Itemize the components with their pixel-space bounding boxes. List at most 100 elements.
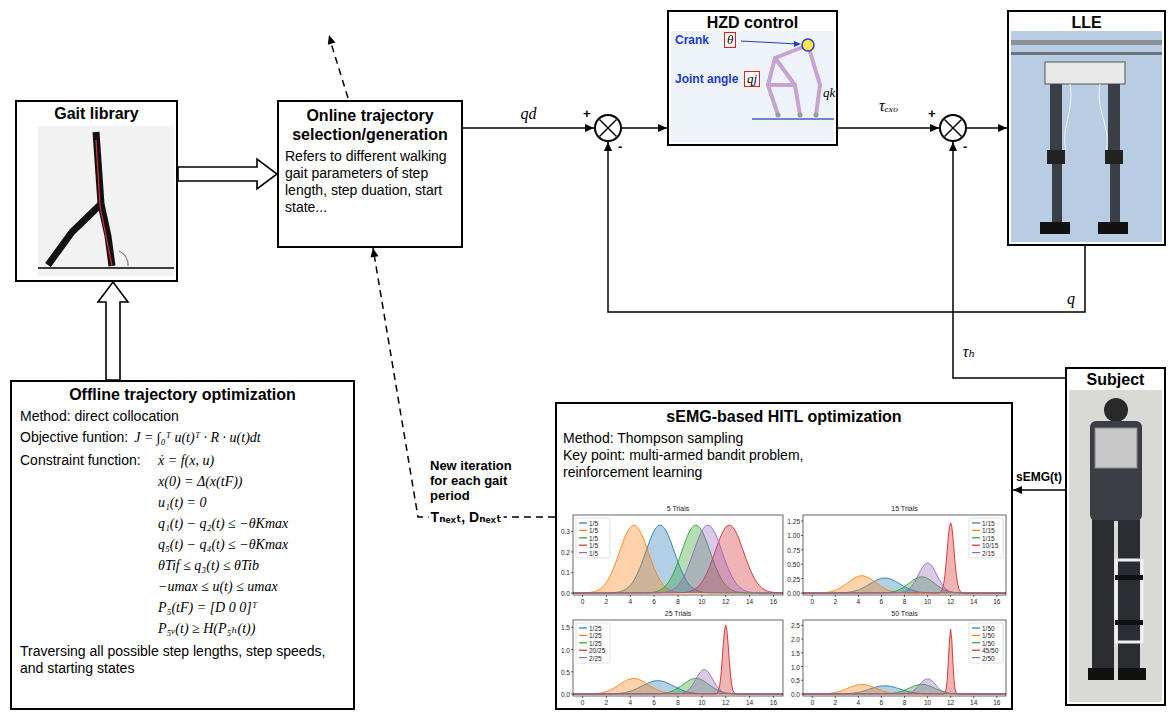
tick-mark xyxy=(571,649,573,650)
axis-tick: 4 xyxy=(857,598,861,605)
part-label: Joint angle xyxy=(675,72,738,86)
axis-tick: 12 xyxy=(947,699,954,706)
dashed-line xyxy=(331,43,348,98)
tick-mark xyxy=(571,593,573,594)
shank-link xyxy=(1110,164,1120,222)
axis-tick: 10 xyxy=(698,598,705,605)
constraint-row: Constraint function:ẋ = f(x, u)x(0) = Δ(… xyxy=(20,450,345,639)
cross-stroke xyxy=(600,120,617,137)
tick-mark xyxy=(571,551,573,552)
tick-mark xyxy=(904,696,905,698)
connector xyxy=(371,248,556,517)
tick-mark xyxy=(812,696,813,698)
torso xyxy=(1090,421,1142,521)
legend-sample xyxy=(579,642,587,643)
signal-label: Tₙₑₓₜ, Dₙₑₓₜ xyxy=(429,509,504,525)
axis-tick: 1.0 xyxy=(791,663,800,670)
axis-tick: 0.0 xyxy=(561,691,570,698)
axis-tick: 6 xyxy=(652,699,656,706)
axis-tick: 0.0 xyxy=(791,691,800,698)
figure-ground xyxy=(38,126,174,276)
axis-tick: 0.1 xyxy=(561,569,570,576)
legend-frame xyxy=(576,623,610,663)
subject-box: Subject xyxy=(1065,367,1166,706)
node-title: Online trajectory selection/generation xyxy=(285,106,455,144)
density-curve xyxy=(573,678,783,694)
shank-link xyxy=(1052,164,1062,222)
photo-ground xyxy=(1011,31,1162,242)
legend-entry: 1/5 xyxy=(589,520,598,527)
axis-tick: 16 xyxy=(770,598,777,605)
foot-plate xyxy=(1040,222,1070,234)
node-body: Method: Thompson sampling xyxy=(563,430,863,447)
axis-tick: 8 xyxy=(903,699,907,706)
axis-tick: 4 xyxy=(857,699,861,706)
tick-mark xyxy=(701,696,702,698)
tick-mark xyxy=(678,696,679,698)
leader-head xyxy=(794,41,801,47)
signal-label: q xyxy=(1067,290,1075,308)
legend-entry: 10/15 xyxy=(982,542,998,549)
legend-entry: 1/25 xyxy=(589,639,602,646)
axis-tick: 1.5 xyxy=(791,649,800,656)
connector xyxy=(178,159,277,189)
constraint-list: ẋ = f(x, u)x(0) = Δ(x(tF))u₁(t) = 0q₁(t)… xyxy=(158,450,288,639)
swing-leg xyxy=(48,204,101,265)
density-fill xyxy=(803,684,1006,694)
tick-mark xyxy=(571,671,573,672)
ground-line xyxy=(752,118,834,120)
axis-tick: 0.3 xyxy=(561,528,570,535)
tick-mark xyxy=(749,595,750,597)
axis-tick: 14 xyxy=(970,598,977,605)
density-curve xyxy=(573,670,783,694)
axis-tick: 16 xyxy=(770,699,777,706)
legend-sample xyxy=(579,650,587,651)
axis-tick: 1.0 xyxy=(561,646,570,653)
tick-mark xyxy=(606,696,607,698)
axis-tick: 1.5 xyxy=(561,624,570,631)
legend-sample xyxy=(972,530,980,531)
axis-tick: 0.50 xyxy=(787,561,800,568)
density-fill xyxy=(803,684,1006,694)
density-fill xyxy=(803,563,1006,593)
legend-entry: 1/5 xyxy=(589,549,598,556)
leg xyxy=(1092,520,1114,670)
constraint-formula: −umax ≤ u(t) ≤ umax xyxy=(158,576,288,597)
knee-joint xyxy=(1105,150,1123,164)
arrow-head xyxy=(949,142,957,151)
tick-mark xyxy=(582,595,583,597)
tick-mark xyxy=(927,595,928,597)
signal-label: τₑₓₒ xyxy=(879,97,898,115)
rail xyxy=(1011,40,1162,45)
tick-mark xyxy=(801,625,803,626)
arrow-head xyxy=(658,124,667,132)
dashed-extension xyxy=(328,35,348,98)
density-fill xyxy=(803,577,1006,593)
axis-tick: 8 xyxy=(903,598,907,605)
arrow-head xyxy=(328,35,336,45)
block-arrow xyxy=(178,159,277,189)
tick-mark xyxy=(654,696,655,698)
axis-tick: 12 xyxy=(947,598,954,605)
constraint-formula: q₁(t) − q₂(t) ≤ −θKmax xyxy=(158,513,288,534)
axis-tick: 14 xyxy=(746,598,753,605)
head xyxy=(1104,398,1128,422)
axis-tick: 2.0 xyxy=(791,636,800,643)
density-fill xyxy=(803,576,1006,593)
density-curve xyxy=(803,684,1006,694)
tick-mark xyxy=(749,696,750,698)
legend-sample xyxy=(972,657,980,658)
node-title: HZD control xyxy=(673,13,832,32)
node-title: Gait library xyxy=(21,104,172,123)
tick-mark xyxy=(606,595,607,597)
node-title: sEMG-based HITL optimization xyxy=(563,407,1005,426)
tick-mark xyxy=(801,639,803,640)
tick-mark xyxy=(801,578,803,579)
tick-mark xyxy=(582,696,583,698)
shoe xyxy=(1118,668,1146,680)
axis-tick: 0.2 xyxy=(561,548,570,555)
connector xyxy=(463,124,594,132)
signal-label: τₕ xyxy=(963,343,976,361)
arrow-head xyxy=(1013,486,1022,494)
